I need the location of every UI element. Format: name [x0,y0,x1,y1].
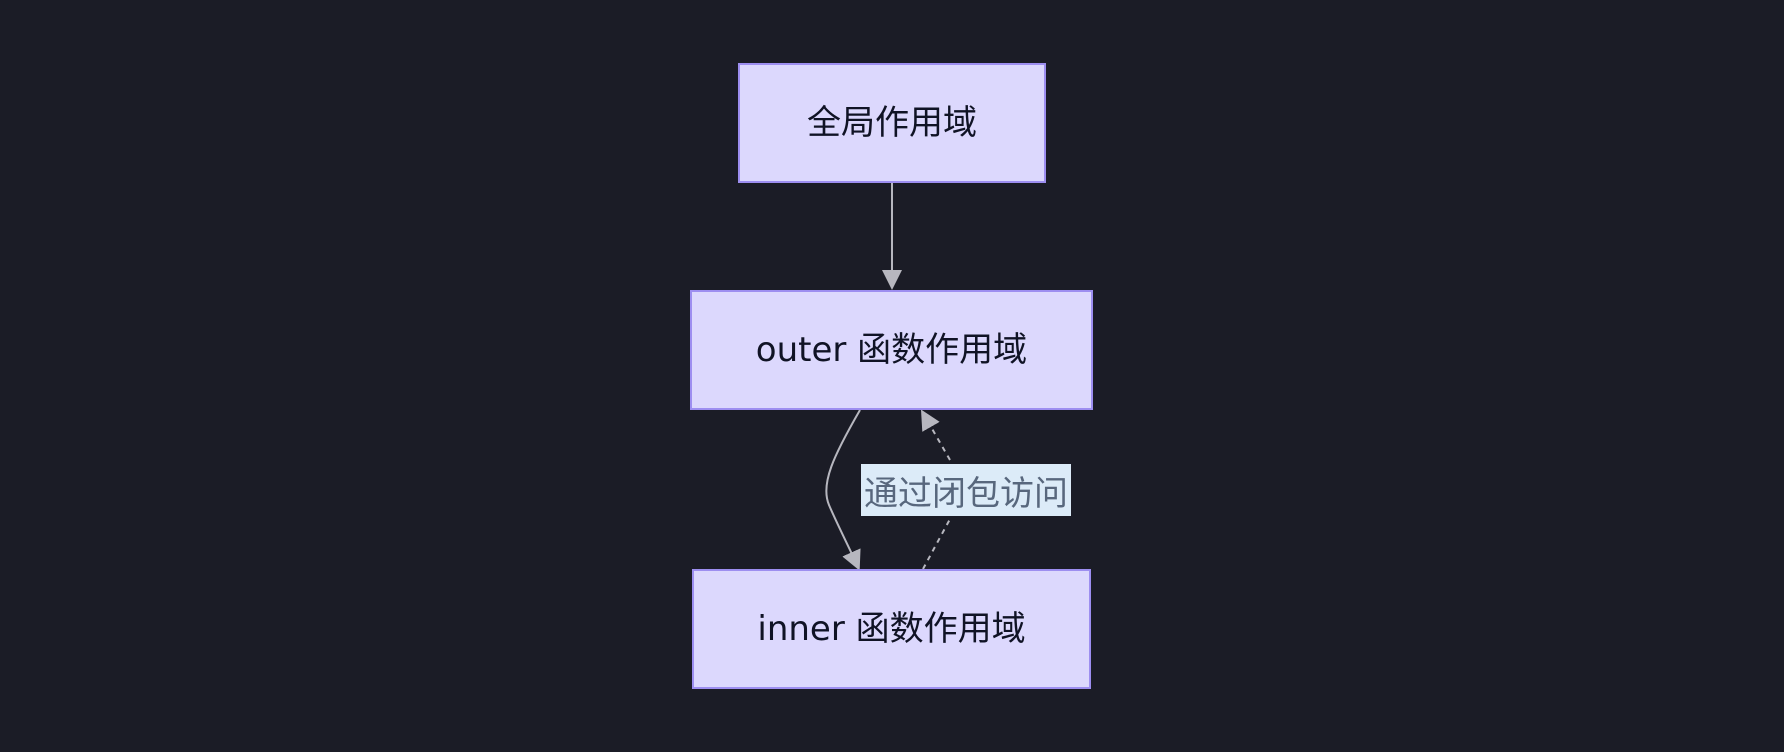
node-inner-function-scope: inner 函数作用域 [692,569,1091,689]
node-outer-function-scope: outer 函数作用域 [690,290,1093,410]
node-inner-function-scope-label: inner 函数作用域 [757,609,1026,649]
edge-label-closure-access: 通过闭包访问 [861,464,1071,516]
node-global-scope-label: 全局作用域 [807,103,977,143]
edge-outer-to-inner [825,409,861,571]
node-outer-function-scope-label: outer 函数作用域 [755,330,1028,370]
node-global-scope: 全局作用域 [738,63,1046,183]
